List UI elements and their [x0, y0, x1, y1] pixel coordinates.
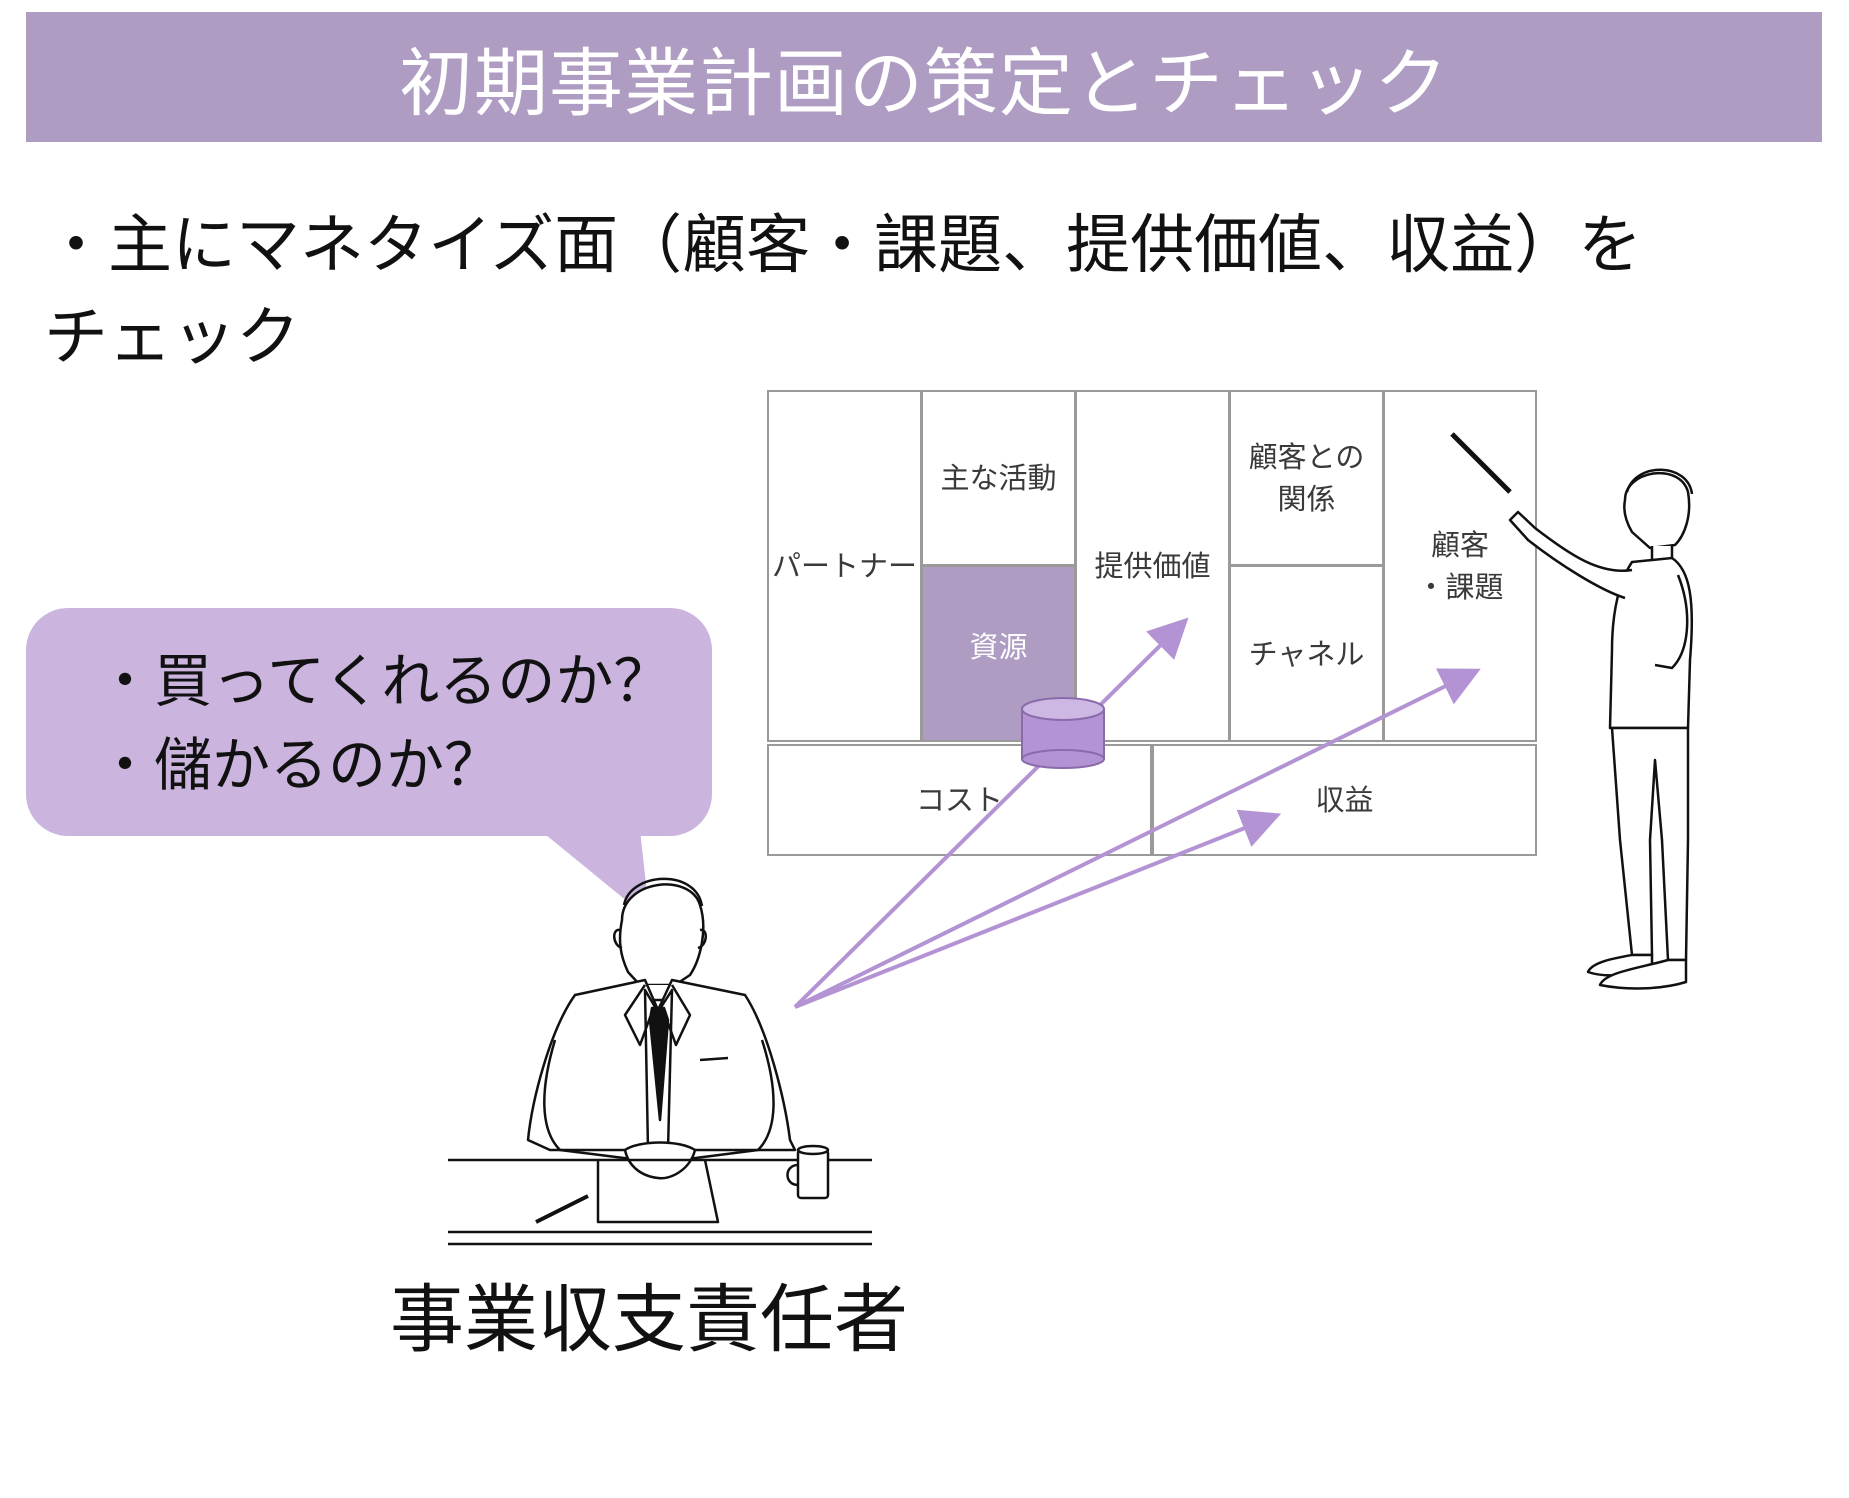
customer-relationships-label-2: 関係: [1277, 482, 1336, 516]
canvas-cell-channels: チャネル: [1229, 565, 1384, 742]
arrows: [793, 617, 1481, 1009]
speech-bubble-tail: [540, 830, 650, 920]
customer-segments-label-2: ・課題: [1416, 570, 1504, 604]
page-title: 初期事業計画の策定とチェック: [399, 40, 1449, 127]
arrow-to-value-proposition: [793, 617, 1189, 1009]
channels-label: チャネル: [1248, 636, 1365, 671]
revenue-label: 収益: [1315, 783, 1374, 817]
subtitle-line-2: チェック: [44, 301, 300, 375]
canvas-cell-value-proposition: 提供価値: [1075, 390, 1230, 742]
speech-bubble: ・買ってくれるのか？ ・儲かるのか？: [26, 608, 712, 836]
value-proposition-label: 提供価値: [1094, 549, 1211, 583]
speech-bubble-line-2: ・儲かるのか？: [96, 731, 503, 799]
seated-businessman-illustration: [448, 877, 872, 1246]
partners-label: パートナー: [771, 549, 917, 583]
role-label: 事業収支責任者: [390, 1277, 908, 1363]
arrow-to-revenue: [794, 809, 1282, 1009]
subtitle-line-1: ・主にマネタイズ面（顧客・課題、提供価値、収益）を: [44, 209, 1643, 283]
customer-segments-label-1: 顧客: [1430, 528, 1489, 562]
customer-relationships-label-1: 顧客との: [1248, 440, 1365, 474]
speech-bubble-line-1: ・買ってくれるのか？: [96, 647, 672, 715]
arrow-to-customer-segments: [794, 668, 1481, 1009]
canvas-cell-partners: パートナー: [767, 390, 922, 742]
cost-label: コスト: [915, 783, 1003, 817]
title-bar: 初期事業計画の策定とチェック: [26, 12, 1822, 142]
subtitle: ・主にマネタイズ面（顧客・課題、提供価値、収益）を チェック: [44, 200, 1784, 384]
database-icon: [1021, 697, 1105, 769]
key-resources-label: 資源: [969, 629, 1028, 664]
key-activities-label: 主な活動: [940, 461, 1057, 495]
pointer-stick: [1450, 432, 1512, 494]
presenter-illustration: [1450, 432, 1694, 990]
